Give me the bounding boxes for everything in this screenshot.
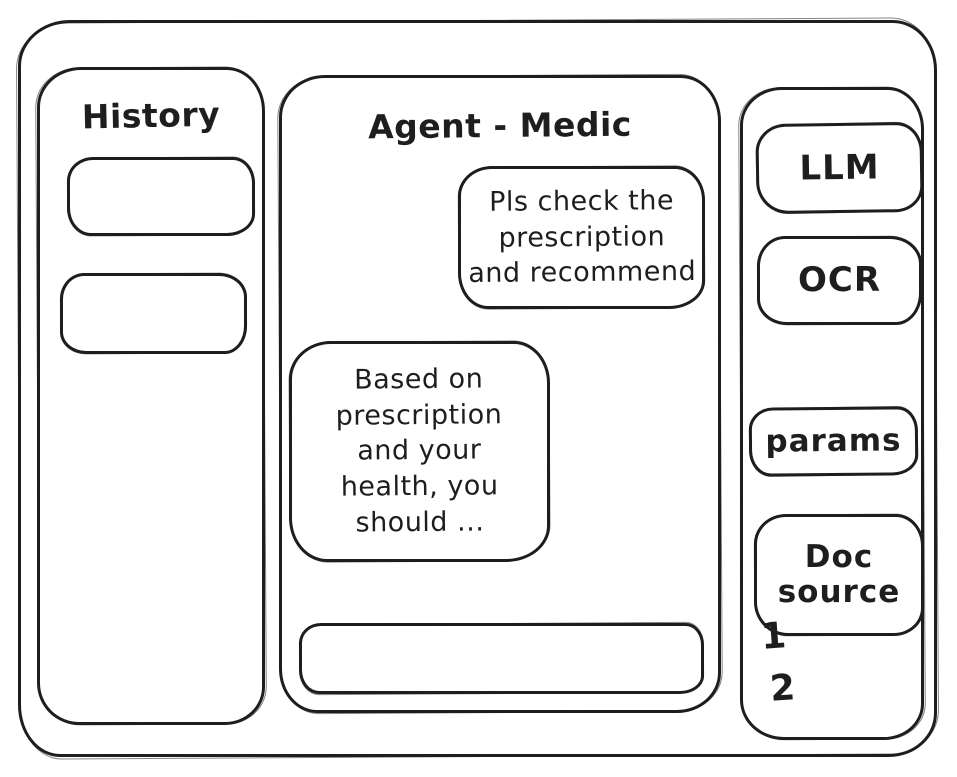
history-item-1[interactable]	[67, 157, 255, 236]
chat-panel: Agent - Medic Pls check the prescription…	[279, 75, 721, 713]
history-title: History	[81, 94, 221, 137]
message-input[interactable]	[302, 626, 701, 691]
params-button[interactable]: params	[748, 406, 919, 477]
assistant-message-bubble: Based on prescription and your health, y…	[289, 341, 550, 562]
user-message-bubble: Pls check the prescription and recommend	[458, 166, 705, 309]
ocr-button[interactable]: OCR	[757, 236, 922, 325]
llm-button[interactable]: LLM	[755, 121, 924, 215]
doc-source-item-2[interactable]: 2	[768, 667, 797, 710]
chat-title: Agent - Medic	[367, 104, 633, 147]
doc-source-button[interactable]: Doc source	[754, 514, 924, 636]
doc-source-item-1[interactable]: 1	[759, 615, 788, 658]
app-window-frame: History Agent - Medic Pls check the pres…	[18, 20, 937, 757]
history-sidebar: History	[37, 67, 265, 725]
history-item-2[interactable]	[60, 273, 247, 354]
user-message-text: Pls check the prescription and recommend	[467, 185, 696, 290]
assistant-message-text: Based on prescription and your health, y…	[335, 363, 503, 539]
message-input-bar[interactable]	[299, 623, 704, 694]
tools-sidebar: LLM OCR params Doc source 1 2	[740, 87, 924, 740]
